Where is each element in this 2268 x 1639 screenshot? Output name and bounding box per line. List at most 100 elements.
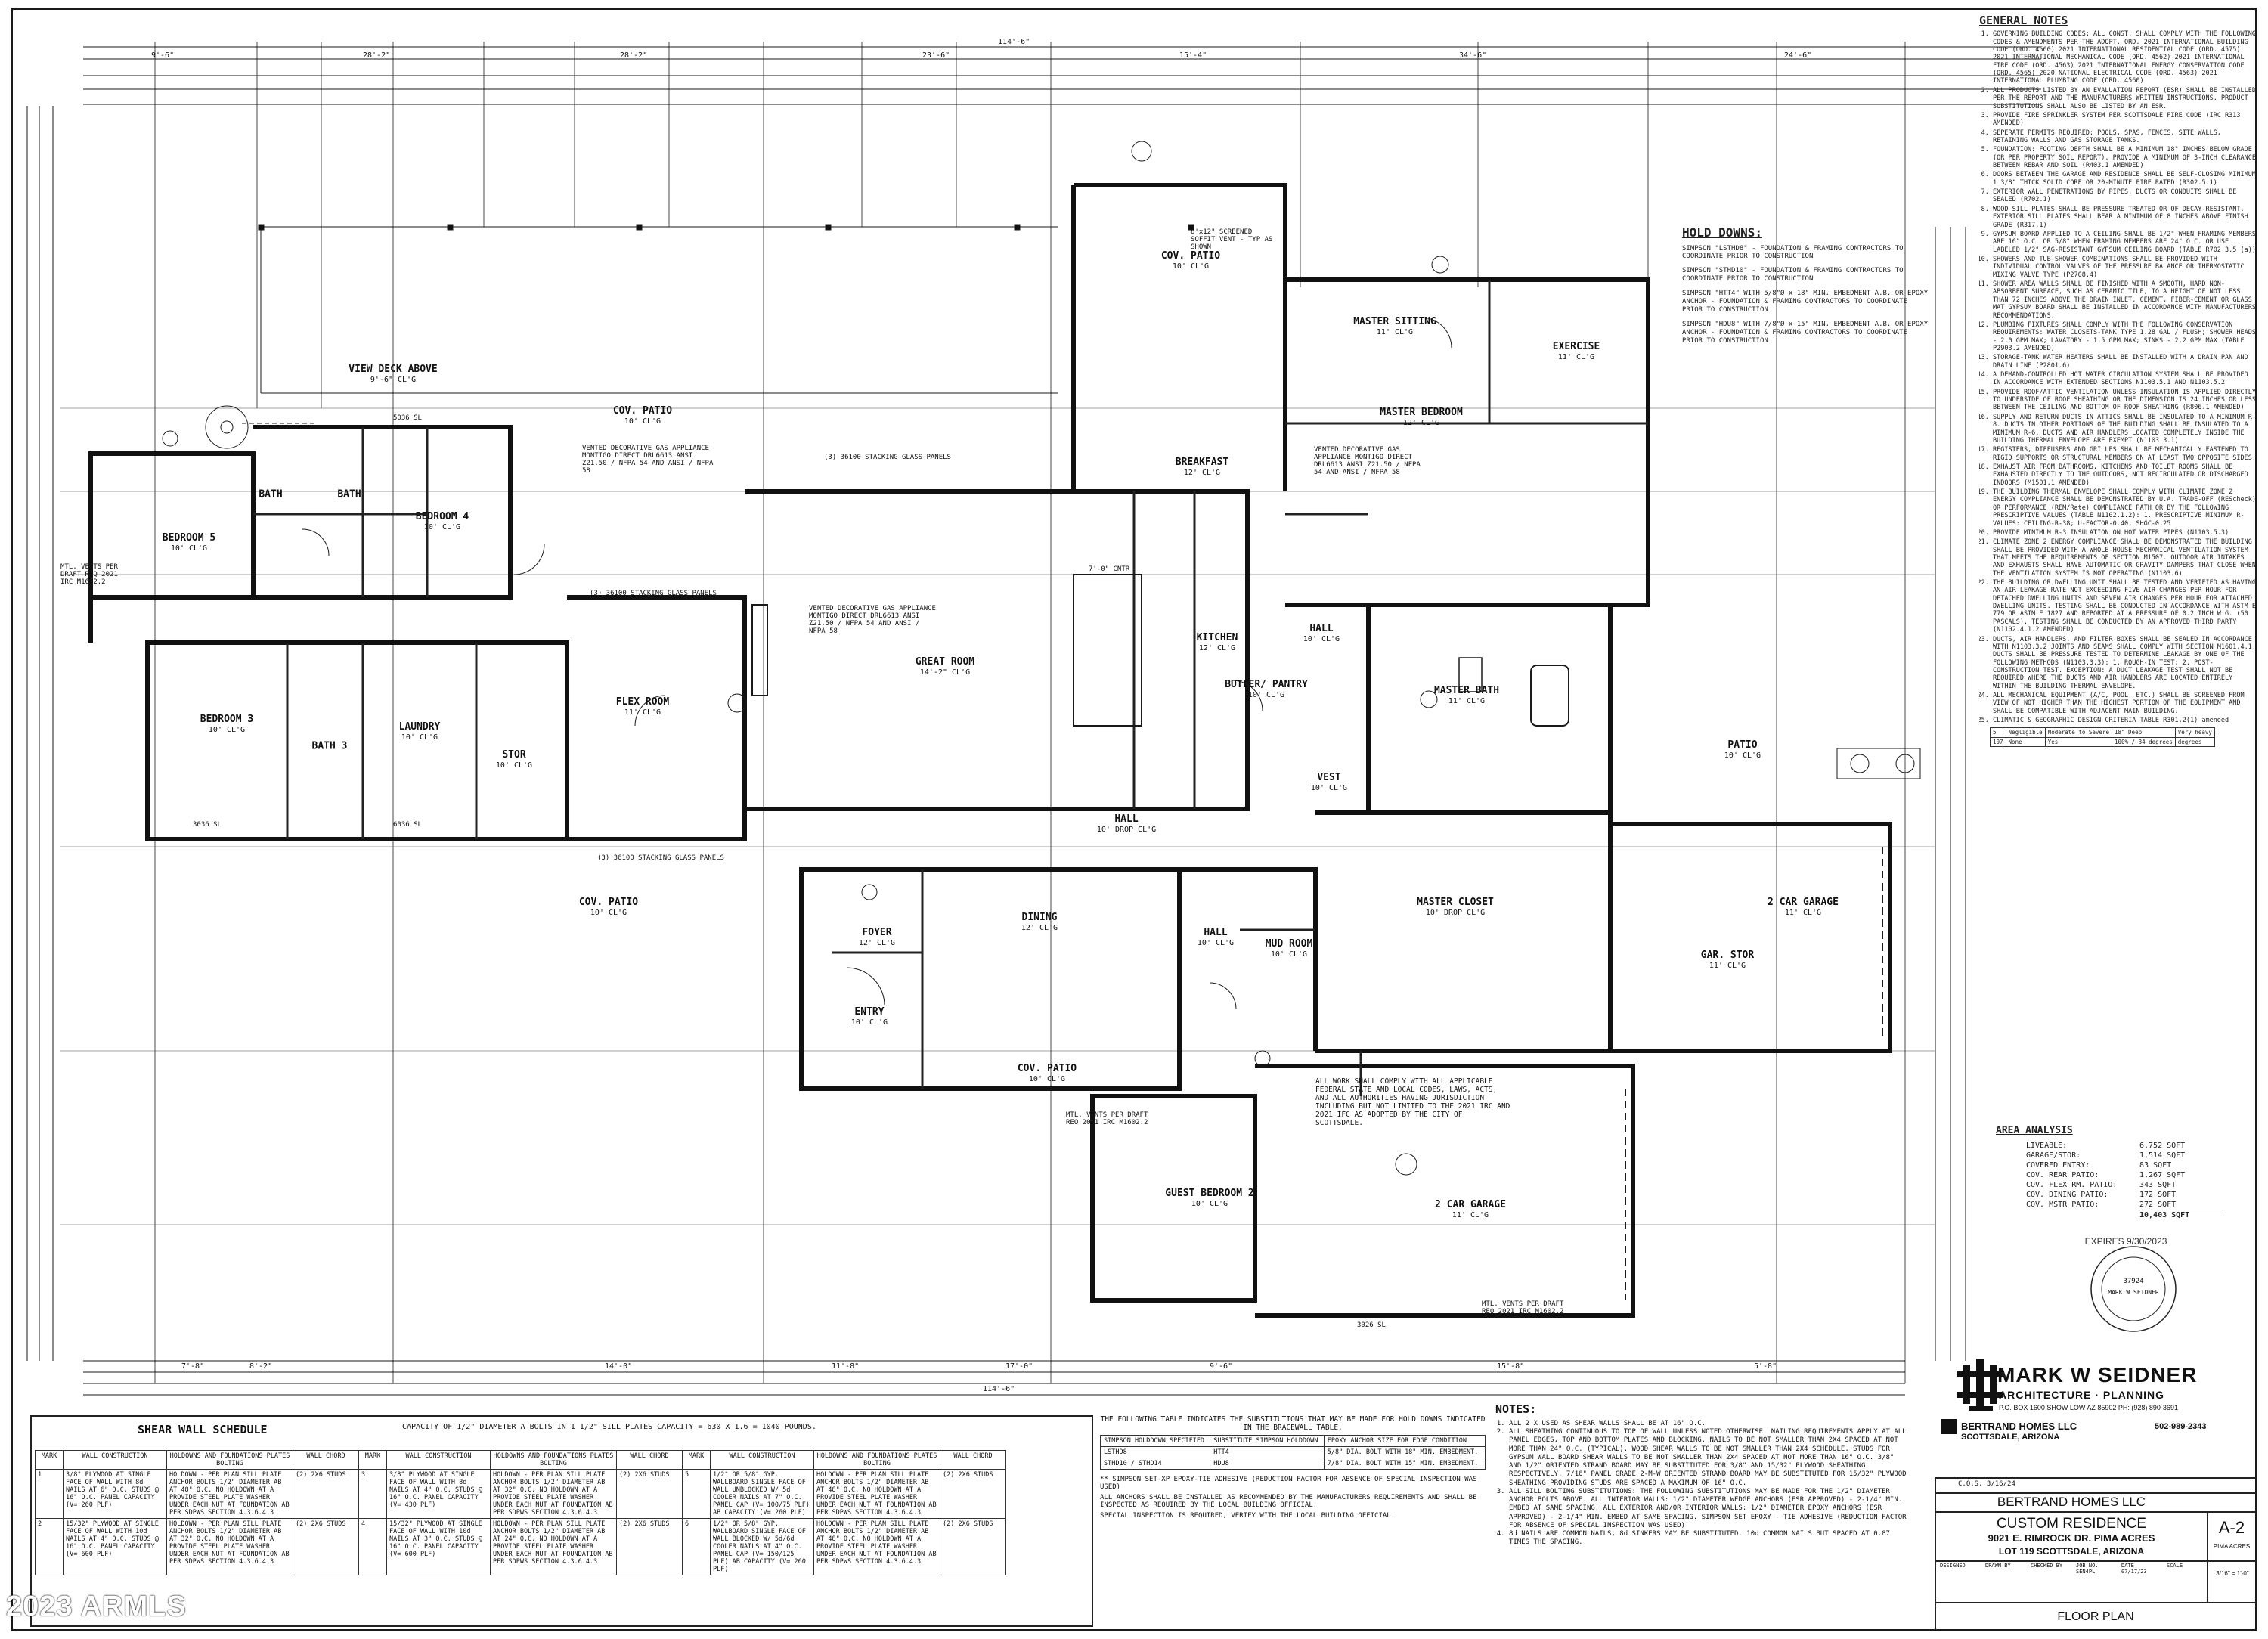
bottom-dim-2: 8'-2" bbox=[249, 1362, 273, 1371]
table-cell: (2) 2X6 STUDS bbox=[616, 1518, 683, 1575]
table-header: WALL CHORD bbox=[293, 1450, 359, 1470]
shear-wall-table: MARK WALL CONSTRUCTION HOLDOWNS AND FOUN… bbox=[35, 1450, 1006, 1575]
table-cell: HTT4 bbox=[1210, 1446, 1325, 1458]
substitution-note: ** SIMPSON SET-XP EPOXY-TIE ADHESIVE (RE… bbox=[1100, 1476, 1477, 1491]
general-note-item: THE BUILDING THERMAL ENVELOPE SHALL COMP… bbox=[1993, 488, 2257, 528]
table-cell: 6 bbox=[682, 1518, 711, 1575]
field-label: CHECKED BY bbox=[2031, 1563, 2063, 1569]
table-cell: 1/2" OR 5/8" GYP. WALLBOARD SINGLE FACE … bbox=[710, 1518, 814, 1575]
general-note-item: PROVIDE FIRE SPRINKLER SYSTEM PER SCOTTS… bbox=[1993, 112, 2257, 128]
top-dim-6: 34'-6" bbox=[1459, 51, 1487, 60]
notes-block: NOTES: ALL 2 X USED AS SHEAR WALLS SHALL… bbox=[1495, 1402, 1910, 1548]
table-header: SIMPSON HOLDDOWN SPECIFIED bbox=[1099, 1435, 1211, 1447]
holddown-substitutions: THE FOLLOWING TABLE INDICATES THE SUBSTI… bbox=[1099, 1415, 1486, 1523]
general-notes-list: GOVERNING BUILDING CODES: ALL CONST. SHA… bbox=[1979, 30, 2257, 724]
field-label: DATE bbox=[2121, 1563, 2134, 1569]
table-cell: 3 bbox=[358, 1469, 387, 1519]
table-cell: STHD10 / STHD14 bbox=[1099, 1458, 1211, 1470]
bottom-dim-1: 7'-8" bbox=[181, 1362, 205, 1371]
climate-cell: degrees bbox=[2174, 736, 2215, 747]
general-note-item: REGISTERS, DIFFUSERS AND GRILLES SHALL B… bbox=[1993, 446, 2257, 462]
window-tag-3: 6036 SL bbox=[393, 821, 422, 829]
general-note-item: THE BUILDING OR DWELLING UNIT SHALL BE T… bbox=[1993, 579, 2257, 634]
hold-down-item: SIMPSON "HDU8" WITH 7/8"Ø x 15" MIN. EMB… bbox=[1682, 321, 1929, 345]
seal-name: MARK W SEIDNER bbox=[2108, 1289, 2159, 1296]
general-note-item: GYPSUM BOARD APPLIED TO A CEILING SHALL … bbox=[1993, 231, 2257, 254]
general-note-item: WOOD SILL PLATES SHALL BE PRESSURE TREAT… bbox=[1993, 206, 2257, 229]
general-note-item: PROVIDE MINIMUM R-3 INSULATION ON HOT WA… bbox=[1993, 529, 2257, 537]
window-tag-1: 5036 SL bbox=[393, 414, 422, 422]
bottom-dim-4: 11'-8" bbox=[832, 1362, 860, 1371]
table-row: STHD10 / STHD14 HDU8 7/8" DIA. BOLT WITH… bbox=[1099, 1458, 1486, 1470]
table-cell: 2 bbox=[35, 1518, 64, 1575]
table-cell: (2) 2X6 STUDS bbox=[293, 1518, 359, 1575]
seal-number: 37924 bbox=[2123, 1278, 2144, 1285]
firm-subtitle: ARCHITECTURE · PLANNING bbox=[1999, 1389, 2164, 1401]
general-note-item: A DEMAND-CONTROLLED HOT WATER CIRCULATIO… bbox=[1993, 371, 2257, 387]
seal-expires: EXPIRES 9/30/2023 bbox=[2084, 1236, 2167, 1247]
table-cell: HOLDOWN - PER PLAN SILL PLATE ANCHOR BOL… bbox=[166, 1518, 293, 1575]
area-label: COVERED ENTRY: bbox=[2026, 1160, 2090, 1170]
field-value bbox=[2167, 1569, 2212, 1575]
area-label: COV. FLEX RM. PATIO: bbox=[2026, 1180, 2118, 1189]
stacking-panels-tag-2: (3) 36100 STACKING GLASS PANELS bbox=[590, 590, 717, 597]
climate-cell: 107 bbox=[1990, 736, 2006, 747]
general-note-item: GOVERNING BUILDING CODES: ALL CONST. SHA… bbox=[1993, 30, 2257, 85]
hold-down-item: SIMPSON "STHD10" - FOUNDATION & FRAMING … bbox=[1682, 267, 1904, 283]
table-cell: HOLDOWN - PER PLAN SILL PLATE ANCHOR BOL… bbox=[490, 1518, 617, 1575]
note-item: ALL SILL BOLTING SUBSTITUTIONS: THE FOLL… bbox=[1509, 1488, 1910, 1530]
area-total: 10,403 SQFT bbox=[2139, 1209, 2223, 1220]
table-header: WALL CONSTRUCTION bbox=[386, 1450, 491, 1470]
general-note-item: SEPERATE PERMITS REQUIRED: POOLS, SPAS, … bbox=[1993, 129, 2257, 145]
field-label: DRAWN BY bbox=[1985, 1563, 2011, 1569]
area-label: COV. REAR PATIO: bbox=[2026, 1170, 2099, 1179]
table-cell: (2) 2X6 STUDS bbox=[293, 1469, 359, 1519]
room-bath-3: BATH 3 bbox=[311, 740, 348, 752]
client-name: BERTRAND HOMES LLC bbox=[1961, 1421, 2077, 1432]
mtl-vents-note-2: MTL. VENTS PER DRAFT REQ 2021 IRC M1602.… bbox=[1482, 1300, 1564, 1315]
vented-fireplace-tag-1: VENTED DECORATIVE GAS APPLIANCE MONTIGO … bbox=[582, 445, 714, 475]
table-cell: (2) 2X6 STUDS bbox=[940, 1469, 1006, 1519]
table-header-row: SIMPSON HOLDDOWN SPECIFIED SUBSTITUTE SI… bbox=[1099, 1435, 1486, 1447]
armls-watermark: 2023 ARMLS bbox=[6, 1591, 187, 1622]
climate-cell: 100% / 34 degrees bbox=[2111, 736, 2176, 747]
general-note-item: EXHAUST AIR FROM BATHROOMS, KITCHENS AND… bbox=[1993, 463, 2257, 487]
area-value: 272 SQFT bbox=[2139, 1200, 2177, 1209]
field-value bbox=[1985, 1569, 2031, 1575]
table-cell: LSTHD8 bbox=[1099, 1446, 1211, 1458]
climate-cell: Very heavy bbox=[2174, 727, 2215, 738]
drawing-title: FLOOR PLAN bbox=[2057, 1610, 2134, 1623]
climate-cell: Yes bbox=[2044, 736, 2112, 747]
bottom-dim-3: 14'-0" bbox=[605, 1362, 633, 1371]
table-cell: (2) 2X6 STUDS bbox=[940, 1518, 1006, 1575]
general-note-item: PLUMBING FIXTURES SHALL COMPLY WITH THE … bbox=[1993, 321, 2257, 352]
table-cell: 7/8" DIA. BOLT WITH 15" MIN. EMBEDMENT. bbox=[1323, 1458, 1486, 1470]
general-note-item: ALL MECHANICAL EQUIPMENT (A/C, POOL, ETC… bbox=[1993, 692, 2257, 715]
title-block: MARK W SEIDNER ARCHITECTURE · PLANNING P… bbox=[1935, 1357, 2268, 1637]
revision-note: C.O.S. 3/16/24 bbox=[1958, 1480, 2015, 1488]
project-address: 9021 E. RIMROCK DR. PIMA ACRES bbox=[1988, 1532, 2155, 1544]
client-subtitle: SCOTTSDALE, ARIZONA bbox=[1961, 1433, 2060, 1442]
bottom-overall-dim: 114'-6" bbox=[983, 1385, 1015, 1393]
bottom-dim-7: 15'-8" bbox=[1497, 1362, 1525, 1371]
bottom-dim-6: 9'-6" bbox=[1210, 1362, 1233, 1371]
project-firm: BERTRAND HOMES LLC bbox=[1997, 1495, 2146, 1509]
general-note-item: SHOWER AREA WALLS SHALL BE FINISHED WITH… bbox=[1993, 280, 2257, 320]
general-note-item: ALL PRODUCTS LISTED BY AN EVALUATION REP… bbox=[1993, 87, 2257, 110]
table-cell: 15/32" PLYWOOD AT SINGLE FACE OF WALL WI… bbox=[386, 1518, 491, 1575]
